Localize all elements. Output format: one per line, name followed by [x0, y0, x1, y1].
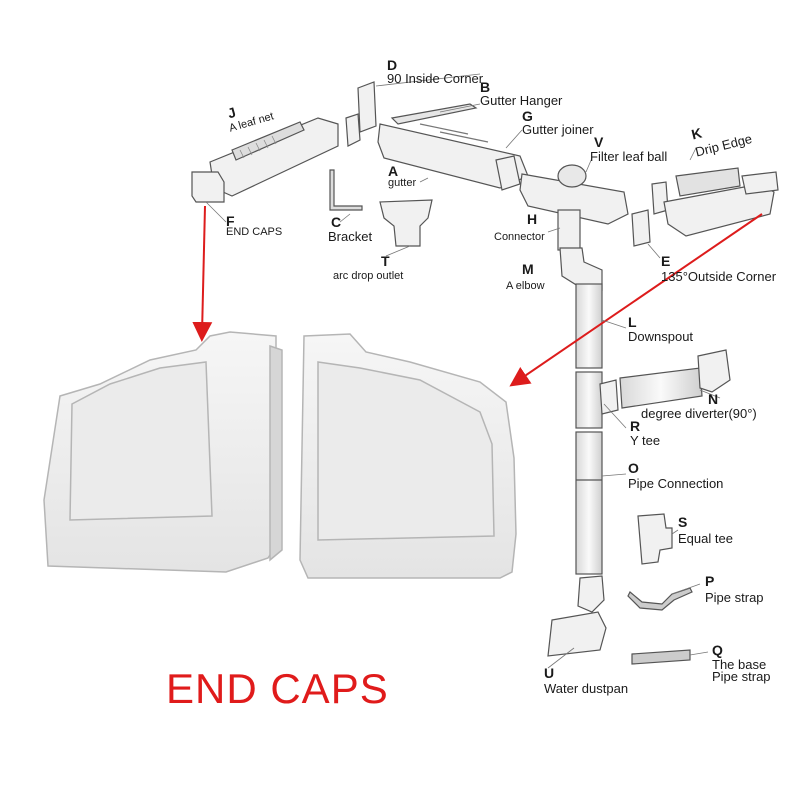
elbow-part: [559, 247, 603, 291]
label-letter-o: O: [628, 460, 639, 476]
label-letter-q: Q: [712, 642, 723, 658]
end-caps-title: END CAPS: [166, 665, 389, 712]
label-letter-p: P: [705, 573, 715, 589]
bracket-part: [329, 169, 363, 211]
drip-edge-part: [675, 167, 741, 197]
label-letter-u: U: [544, 665, 555, 681]
base-strap-part: [631, 649, 691, 665]
label-name-e: 135°Outside Corner: [661, 269, 777, 284]
label-name-d: 90 Inside Corner: [387, 71, 484, 86]
label-name-s: Equal tee: [678, 531, 733, 546]
label-name-l: Downspout: [628, 329, 694, 344]
label-name-t: arc drop outlet: [333, 270, 404, 282]
label-name-g: Gutter joiner: [522, 122, 594, 137]
label-letter-v: V: [594, 134, 604, 150]
label-name-a: gutter: [388, 177, 417, 189]
equal-tee-part: [637, 513, 673, 565]
label-name-m: A elbow: [506, 280, 545, 292]
label-letter-d: D: [387, 57, 398, 73]
label-name-v: Filter leaf ball: [590, 149, 668, 164]
label-letter-b: B: [480, 79, 491, 95]
label-name-c: Bracket: [328, 229, 373, 244]
label-letter-g: G: [522, 108, 533, 124]
label-name-u: Water dustpan: [544, 681, 629, 696]
label-name-o: Pipe Connection: [628, 476, 724, 491]
end-cap-small-part: [191, 171, 225, 203]
label-letter-r: R: [630, 418, 641, 434]
gutter-part: [377, 103, 529, 189]
label-letter-f: F: [226, 213, 235, 229]
label-letter-a: A: [388, 163, 399, 179]
label-letter-l: L: [628, 314, 637, 330]
label-name-p: Pipe strap: [705, 590, 764, 605]
inside-corner-part: [357, 81, 377, 133]
pipe-connection-part: [575, 431, 603, 575]
large-end-cap-left: [43, 331, 283, 573]
arrow-left: [192, 205, 213, 342]
label-name-h: Connector: [494, 231, 545, 243]
large-end-cap-right: [299, 333, 517, 579]
label-letter-t: T: [381, 253, 390, 269]
label-name-f: END CAPS: [226, 226, 283, 238]
label-letter-c: C: [331, 214, 342, 230]
diverter-part: [619, 367, 703, 409]
outside-corner-part: [631, 209, 651, 247]
label-name-n: degree diverter(90°): [641, 406, 757, 421]
filter-gutter-part: [519, 173, 629, 225]
gutter-joiner-part: [495, 155, 521, 191]
water-dustpan-part: [577, 575, 605, 613]
arrow-right: [509, 213, 763, 387]
label-letter-h: H: [527, 211, 538, 227]
label-letter-s: S: [678, 514, 688, 530]
label-letter-e: E: [661, 253, 671, 269]
leaf-net-part: [209, 117, 339, 197]
y-tee-part: [575, 371, 603, 429]
label-letter-m: M: [522, 261, 534, 277]
drop-outlet-part: [379, 199, 433, 247]
label-letter-n: N: [708, 391, 719, 407]
connector-part: [557, 209, 581, 251]
pipe-strap-part: [627, 587, 693, 611]
label-name-b: Gutter Hanger: [480, 93, 563, 108]
label-name-q: The base: [712, 657, 767, 672]
label-name-q-2: Pipe strap: [712, 669, 771, 684]
label-name-r: Y tee: [630, 433, 661, 448]
